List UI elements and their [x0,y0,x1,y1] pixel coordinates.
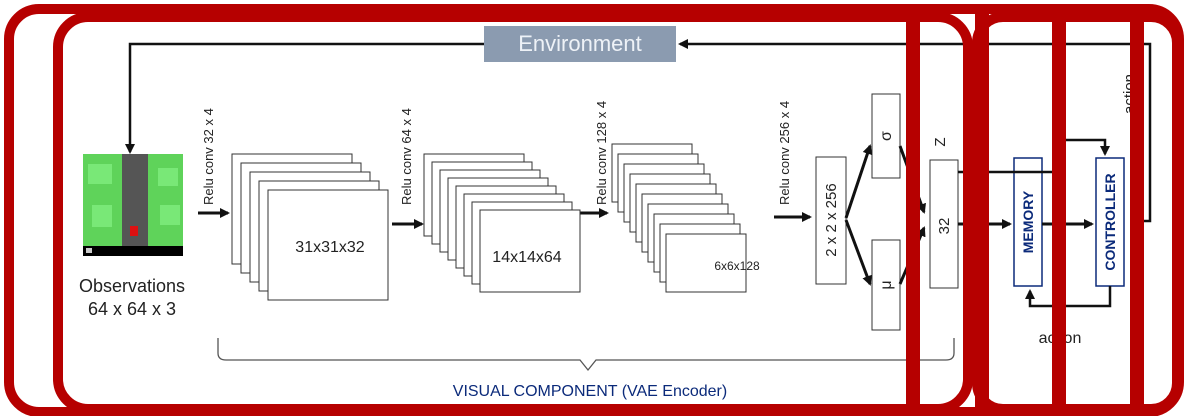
arrow-flat-to-mu [844,219,872,286]
game-hud-indicator [86,248,92,253]
red-vertical-bars [906,12,1144,412]
game-hud-bar [83,246,183,256]
arrow-controller-to-memory-loop [1025,286,1112,308]
feature-stack-3 [611,143,747,293]
feature-map-layer [665,233,747,293]
visual-component-label: VISUAL COMPONENT (VAE Encoder) [453,383,727,400]
memory-box [1013,157,1043,287]
sigma-box [871,93,901,179]
environment-label: Environment [518,31,642,56]
environment-block: Environment [484,26,676,62]
memory-label: MEMORY [1020,190,1036,253]
observation-image [83,154,183,256]
z-box [929,159,959,289]
sigma-label: σ [878,131,895,141]
feature-stack-2 [423,153,581,293]
feature-map-label-3: 6x6x128 [714,259,760,273]
feature-map-label-2: 14x14x64 [492,249,561,266]
game-field-patch [92,205,112,227]
flat-label: 2 x 2 x 256 [823,183,840,256]
vae-red-frame [53,12,973,414]
flat-box [815,156,847,285]
z-label: Z [932,137,949,146]
mu-label: μ [878,280,895,289]
game-field-patch [158,168,178,186]
game-car [130,226,138,236]
mu-box [871,239,901,331]
conv-label-3: Relu conv 128 x 4 [594,101,609,205]
environment-to-observation-arrow [125,42,484,154]
red-bar [1052,12,1066,412]
feature-map-layer [267,189,389,301]
observations-shape: 64 x 64 x 3 [88,299,176,319]
game-field-patch [88,164,112,184]
conv-label-1: Relu conv 32 x 4 [201,108,216,205]
feature-stack-1 [231,153,389,301]
observations-title: Observations [79,276,185,296]
conv-label-2: Relu conv 64 x 4 [399,108,414,205]
model-red-frame [972,12,1182,414]
red-bar [906,12,920,412]
outer-red-frame [4,4,1184,416]
feature-map-label-1: 31x31x32 [295,239,364,256]
environment-box [484,26,676,62]
game-field-patch [160,205,180,225]
controller-box [1095,157,1125,287]
feature-map-layer [479,209,581,293]
z-value: 32 [936,218,953,235]
controller-label: CONTROLLER [1102,173,1118,270]
visual-component-bracket [217,338,955,372]
red-highlight-frames [4,4,1184,416]
conv-label-4: Relu conv 256 x 4 [777,101,792,205]
red-bar [975,12,989,412]
arrow-flat-to-sigma [844,144,873,219]
red-bar [1130,12,1144,412]
